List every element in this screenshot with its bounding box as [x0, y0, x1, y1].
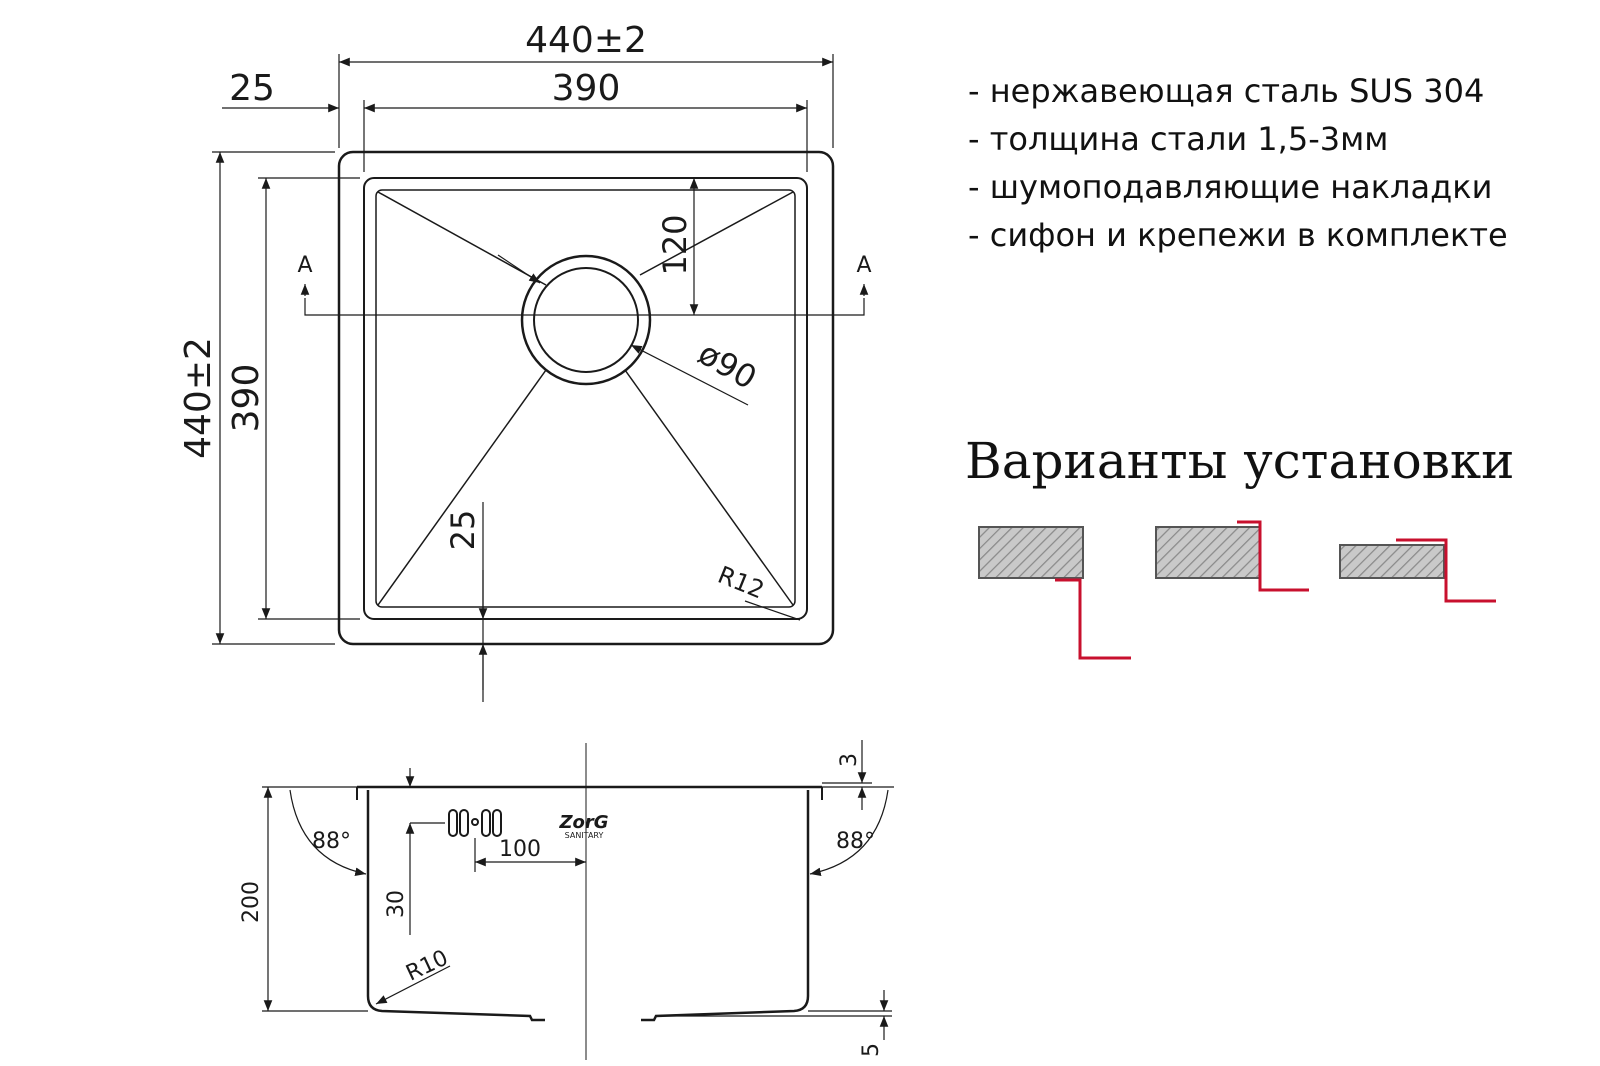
- angle-right: 88°: [836, 829, 875, 854]
- install-variant-undermount: [978, 526, 1131, 660]
- dim-drain-diameter: ø90: [692, 334, 763, 397]
- dim-overflow-distance: 100: [499, 837, 541, 862]
- brand-sub: SANITARY: [565, 831, 604, 840]
- spec-item: - толщина стали 1,5-3мм: [968, 120, 1388, 158]
- bowl-section-left: [366, 790, 545, 1022]
- install-variant-top: [1339, 538, 1496, 603]
- dim-inner-depth: 390: [226, 364, 267, 433]
- angle-left: 88°: [312, 829, 351, 854]
- dim-overflow-offset: 30: [384, 890, 409, 918]
- spec-item: - нержавеющая сталь SUS 304: [968, 72, 1484, 110]
- section-view: ZorG SANITARY 100 30 200 88° 88° R10 3: [239, 740, 894, 1060]
- section-mark-left: A: [297, 253, 312, 278]
- bowl-section-right: [641, 790, 810, 1022]
- bowl-outline-inner: [375, 189, 796, 608]
- spec-list: - нержавеющая сталь SUS 304 - толщина ст…: [968, 72, 1508, 254]
- dim-bottom-offset: 25: [444, 510, 482, 551]
- dim-height: 200: [239, 881, 264, 923]
- drain-inner: [533, 267, 639, 373]
- section-mark-right: A: [856, 253, 871, 278]
- install-title: Варианты установки: [965, 432, 1514, 490]
- bowl-outline-outer: [363, 177, 808, 620]
- spec-item: - шумоподавляющие накладки: [968, 168, 1492, 206]
- top-view: A A 440±2 390 25 440±2 390 120 ø90 R12: [178, 20, 872, 702]
- section-line: [304, 298, 865, 316]
- overflow-holes: [448, 809, 502, 837]
- slope-lines: [377, 191, 794, 606]
- brand-logo: ZorG: [558, 812, 608, 833]
- dim-overall-width: 440±2: [525, 20, 647, 61]
- dim-inner-width: 390: [552, 68, 621, 109]
- spec-item: - сифон и крепежи в комплекте: [968, 216, 1508, 254]
- install-options: Варианты установки: [965, 432, 1514, 660]
- drain-outer: [520, 254, 652, 386]
- dim-corner-radius: R12: [714, 561, 768, 605]
- dim-overall-depth: 440±2: [178, 337, 219, 459]
- install-variant-flush: [1155, 520, 1309, 592]
- dim-drain-offset: 120: [656, 214, 694, 275]
- dim-flange-thickness: 3: [837, 753, 862, 767]
- sink-outer-outline: [337, 150, 835, 646]
- dim-bottom-step: 5: [859, 1043, 884, 1057]
- dim-flange-width: 25: [229, 68, 275, 109]
- dim-inner-radius: R10: [402, 946, 452, 987]
